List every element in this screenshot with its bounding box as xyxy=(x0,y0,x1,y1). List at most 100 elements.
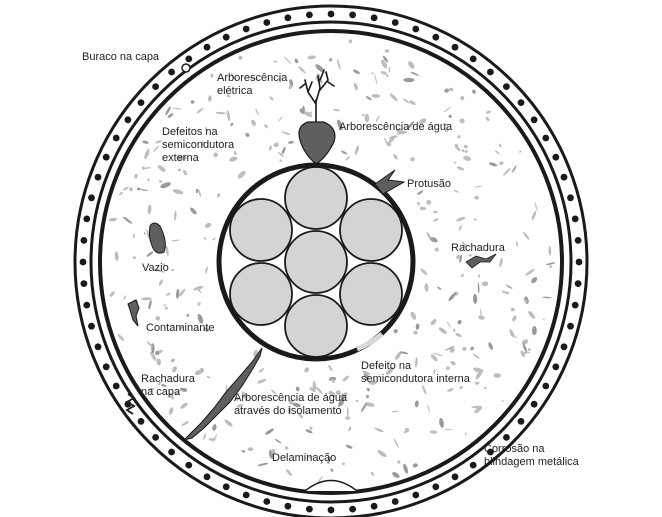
insulation-speckle xyxy=(438,327,447,334)
shield-wire-dot xyxy=(469,55,477,63)
shield-wire-dot xyxy=(503,434,510,441)
insulation-speckle xyxy=(527,348,531,352)
delamination-defect xyxy=(304,479,358,492)
shield-wire-dot xyxy=(152,434,160,441)
insulation-speckle xyxy=(241,449,246,453)
insulation-speckle xyxy=(374,427,384,433)
insulation-speckle xyxy=(335,390,341,396)
insulation-speckle xyxy=(288,141,294,144)
insulation-speckle xyxy=(389,135,399,139)
insulation-speckle xyxy=(129,187,133,192)
insulation-speckle xyxy=(393,329,398,334)
insulation-speckle xyxy=(545,262,556,266)
insulation-speckle xyxy=(389,93,398,102)
insulation-speckle xyxy=(498,143,502,148)
insulation-speckle xyxy=(241,391,248,400)
insulation-speckle xyxy=(179,387,187,392)
insulation-speckle xyxy=(361,114,365,117)
insulation-speckle xyxy=(245,132,250,137)
label-delamination: Delaminação xyxy=(272,452,337,464)
insulation-speckle xyxy=(287,405,291,415)
insulation-speckle xyxy=(380,71,387,75)
shield-wire-dot xyxy=(349,11,356,19)
insulation-speckle xyxy=(512,165,517,173)
contaminant-defect xyxy=(127,299,140,327)
insulation-speckle xyxy=(365,395,369,399)
insulation-speckle xyxy=(422,385,427,395)
jacket-hole-defect xyxy=(181,63,191,73)
insulation-speckle xyxy=(542,296,552,299)
insulation-speckle xyxy=(353,82,358,91)
insulation-speckle xyxy=(166,292,171,296)
shield-wire-dot xyxy=(327,506,335,514)
shield-wire-dot xyxy=(567,194,574,202)
conductor-strand-upper-right xyxy=(339,198,403,262)
insulation-speckle xyxy=(295,386,300,392)
insulation-speckle xyxy=(163,304,167,307)
insulation-speckle xyxy=(198,189,202,197)
insulation-speckle xyxy=(230,123,234,126)
insulation-speckle xyxy=(471,405,482,409)
insulation-speckle xyxy=(459,386,463,390)
insulation-speckle xyxy=(504,291,510,295)
insulation-speckle xyxy=(392,472,400,478)
insulation-speckle xyxy=(158,180,163,183)
insulation-speckle xyxy=(374,73,378,85)
insulation-speckle xyxy=(164,306,168,310)
insulation-speckle xyxy=(424,283,429,292)
insulation-speckle xyxy=(340,392,348,399)
insulation-speckle xyxy=(197,302,201,306)
insulation-speckle xyxy=(205,266,208,274)
conductor-strand-lower-right xyxy=(339,262,403,326)
insulation-speckle xyxy=(165,106,171,116)
insulation-speckle xyxy=(237,170,246,179)
insulation-speckle xyxy=(176,155,188,161)
insulation-speckle xyxy=(352,69,360,74)
insulation-speckle xyxy=(474,195,480,200)
insulation-speckle xyxy=(212,237,216,241)
outer-semiconductor-layer xyxy=(98,29,564,495)
insulation-speckle xyxy=(278,116,283,122)
insulation-speckle xyxy=(273,142,279,148)
shield-wire-dot xyxy=(391,498,399,505)
insulation-speckle xyxy=(229,156,238,162)
insulation-speckle xyxy=(485,110,492,114)
insulation-speckle xyxy=(179,288,186,297)
insulation-speckle xyxy=(499,257,503,268)
insulation-speckle xyxy=(484,386,487,390)
insulation-speckle xyxy=(118,191,123,196)
label-shield-corrosion-line-2: blindagem metálica xyxy=(484,456,579,468)
label-jacket-crack-line-2: na capa xyxy=(141,386,181,398)
insulation-speckle xyxy=(462,346,467,351)
insulation-speckle xyxy=(370,471,375,476)
conductor-strand-bottom xyxy=(284,294,348,358)
insulation-speckle xyxy=(172,189,184,195)
shield-wire-dot xyxy=(263,498,271,505)
insulation-speckle xyxy=(194,369,203,376)
insulation-speckle xyxy=(477,282,480,294)
insulation-speckle xyxy=(167,113,174,118)
insulation-speckle xyxy=(298,413,303,419)
insulation-speckle xyxy=(348,426,352,432)
insulation-speckle xyxy=(528,311,536,319)
insulation-speckle xyxy=(117,334,125,341)
shield-wire-dot xyxy=(306,11,313,19)
insulation-speckle xyxy=(144,232,146,235)
shield-wire-dot xyxy=(530,400,538,408)
insulation-speckle xyxy=(499,161,504,165)
shield-wire-dot xyxy=(542,134,550,142)
insulation-speckle xyxy=(472,89,476,94)
insulation-speckle xyxy=(213,152,218,158)
shield-wire-dot xyxy=(222,33,230,41)
insulation-speckle xyxy=(439,417,444,428)
shield-wire-dot xyxy=(469,461,477,469)
shield-wire-dot xyxy=(552,153,560,161)
insulation-speckle xyxy=(477,274,481,278)
insulation-speckle xyxy=(410,311,417,320)
insulation-speckle xyxy=(456,254,460,259)
insulation-speckle xyxy=(328,390,336,397)
insulation-speckle xyxy=(337,119,343,131)
insulation-speckle xyxy=(174,210,177,221)
insulation-speckle xyxy=(417,190,424,195)
insulation-speckle xyxy=(197,313,204,324)
